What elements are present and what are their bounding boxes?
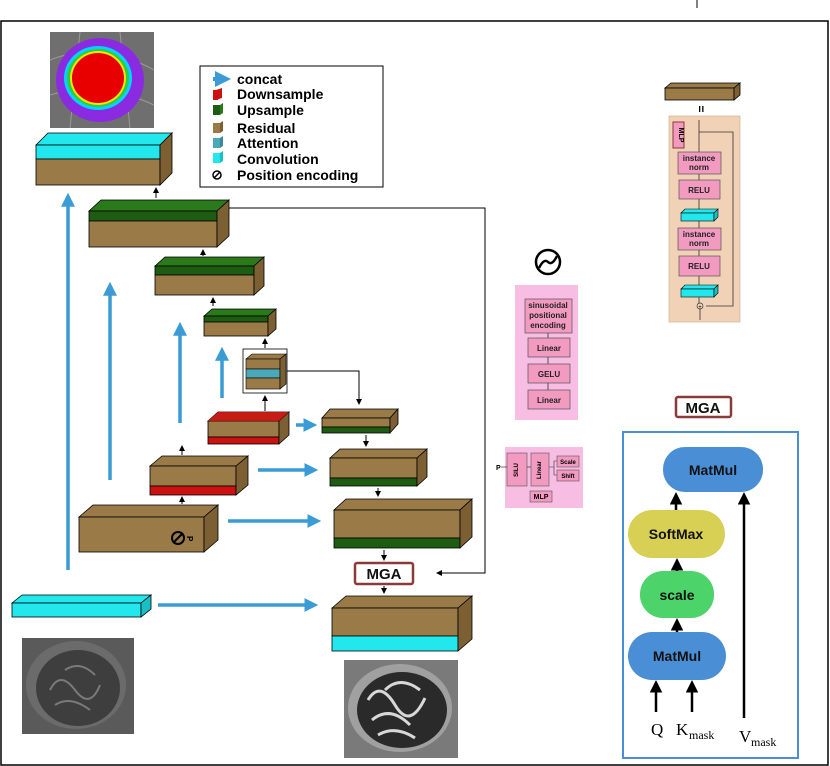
mga-unet-node: MGA: [353, 561, 415, 586]
upsample-block-2: [202, 308, 278, 337]
residual-block-detail: = MLP instance norm RELU instance norm R…: [663, 82, 742, 323]
mlp-scale-shift-panel: P SILU Linear Scale Shift MLP: [496, 447, 583, 508]
decoder-upsample-block-b: [328, 448, 429, 487]
svg-text:Linear: Linear: [537, 460, 543, 479]
legend-item-upsample: Upsample: [213, 102, 304, 118]
decoder-output-block: [35, 132, 173, 186]
svg-text:V: V: [739, 727, 752, 746]
outer-frame: [0, 20, 829, 766]
upsample-block-4: [87, 199, 231, 248]
decoder-upsample-block-c: [332, 498, 474, 549]
svg-text:P: P: [496, 465, 501, 472]
svg-text:MLP: MLP: [677, 128, 684, 143]
upsample-block-3: [153, 256, 266, 296]
mga-arrows: [649, 492, 751, 718]
mga-softmax-node: SoftMax: [628, 510, 725, 558]
svg-text:MGA: MGA: [686, 400, 721, 417]
legend: concat Downsample Upsample Residual Atte…: [199, 65, 384, 188]
svg-text:positional: positional: [529, 311, 567, 320]
svg-text:MGA: MGA: [367, 566, 402, 583]
decoder-upsample-block-a: [321, 407, 399, 435]
svg-text:instance: instance: [683, 230, 716, 239]
legend-item-convolution: Convolution: [213, 151, 319, 167]
position-input-label: P: [185, 536, 194, 542]
svg-text:MLP: MLP: [534, 494, 549, 501]
unet-connectors: [153, 187, 486, 594]
legend-item-attention: Attention: [213, 135, 298, 151]
svg-text:mask: mask: [751, 735, 776, 749]
svg-text:K: K: [676, 720, 689, 739]
mga-matmul-bottom-node: MatMul: [628, 632, 726, 680]
legend-item-downsample: Downsample: [213, 86, 324, 102]
svg-text:Shift: Shift: [561, 474, 574, 480]
bottleneck-attention-block: [242, 348, 288, 394]
svg-text:Upsample: Upsample: [237, 102, 304, 118]
svg-text:norm: norm: [689, 163, 709, 172]
svg-text:mask: mask: [689, 728, 714, 742]
svg-text:=: =: [694, 105, 708, 112]
svg-text:norm: norm: [689, 239, 709, 248]
svg-text:Residual: Residual: [237, 120, 295, 136]
svg-text:Position encoding: Position encoding: [237, 167, 358, 183]
svg-text:MatMul: MatMul: [689, 462, 737, 478]
decoder-final-block: [330, 595, 474, 652]
svg-text:Downsample: Downsample: [237, 86, 324, 102]
svg-text:Linear: Linear: [537, 344, 561, 353]
mga-input-q: Q: [651, 720, 663, 739]
encoder-residual-block: P: [77, 504, 220, 553]
svg-text:scale: scale: [659, 587, 694, 603]
svg-text:sinusoidal: sinusoidal: [528, 301, 568, 310]
legend-item-position-encoding: Position encoding: [212, 167, 358, 183]
downsample-block-3: [206, 411, 291, 445]
position-encoding-panel: sinusoidal positional encoding Linear GE…: [515, 248, 578, 420]
svg-text:MatMul: MatMul: [653, 648, 701, 664]
input-conv-block: [10, 594, 153, 618]
svg-text:+: +: [698, 305, 702, 311]
input-mri-image: [22, 638, 134, 734]
mga-matmul-top-node: MatMul: [663, 447, 763, 492]
svg-text:RELU: RELU: [688, 262, 710, 271]
mga-input-v: V mask: [739, 727, 776, 749]
concat-arrows: [61, 192, 322, 612]
mga-scale-node: scale: [640, 571, 714, 618]
legend-item-residual: Residual: [213, 120, 295, 136]
svg-text:Scale: Scale: [560, 460, 576, 466]
mga-input-k: K mask: [676, 720, 714, 742]
segmentation-output-image: [49, 31, 155, 129]
output-mri-image: [344, 660, 458, 758]
svg-text:RELU: RELU: [688, 186, 710, 195]
svg-text:SILU: SILU: [514, 463, 520, 477]
downsample-block-2: [148, 455, 250, 496]
mga-detail-panel: MGA MatMul SoftMax scale MatMul Q: [622, 395, 799, 759]
svg-text:Linear: Linear: [537, 396, 561, 405]
svg-text:concat: concat: [237, 71, 282, 87]
svg-text:Attention: Attention: [237, 135, 298, 151]
svg-text:encoding: encoding: [530, 321, 566, 330]
svg-text:SoftMax: SoftMax: [649, 526, 704, 542]
legend-item-concat: concat: [213, 71, 282, 87]
position-encoding-icon: [171, 531, 185, 545]
position-encoding-symbol-icon: [534, 248, 562, 276]
svg-text:instance: instance: [683, 154, 716, 163]
svg-text:GELU: GELU: [538, 370, 560, 379]
svg-text:Convolution: Convolution: [237, 151, 319, 167]
